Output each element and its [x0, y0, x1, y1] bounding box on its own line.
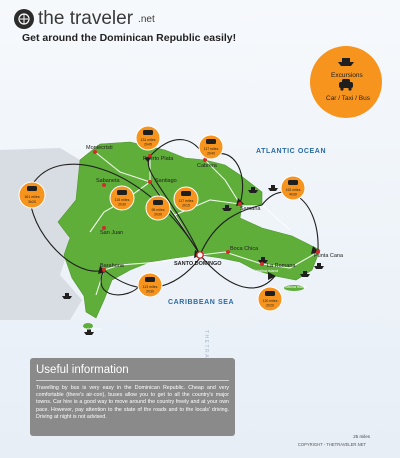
boat-legend-icon [338, 58, 354, 66]
route-time: 2h15 [182, 204, 190, 208]
route-distance: 113 miles [143, 285, 158, 289]
route-time: 4h30 [289, 193, 297, 197]
page-subtitle: Get around the Dominican Republic easily… [22, 32, 237, 44]
route-badge: 95 miles 2h30 [145, 195, 171, 221]
city-label-boca-chica: Boca Chica [230, 246, 259, 252]
route-time: 2h45 [144, 143, 152, 147]
boat-icon [84, 329, 94, 335]
route-badge: 115 miles 2h30 [109, 185, 135, 211]
city-label-samana: Samana [240, 206, 261, 212]
boat-icons [62, 185, 324, 335]
city-label-santiago: Santiago [155, 178, 177, 184]
route-time: 3h20 [28, 200, 36, 204]
santo-domingo-marker [196, 251, 204, 259]
route-distance: 161 miles [24, 195, 40, 199]
city-label-cabrera: Cabrera [197, 163, 218, 169]
route-distance: 95 miles [151, 208, 164, 212]
boat-icon [258, 257, 268, 263]
useful-information-panel: Useful information Travelling by bus is … [30, 358, 235, 436]
route-time: 2h20 [266, 304, 274, 308]
info-title: Useful information [36, 364, 129, 376]
copyright: COPYRIGHT - THETRAVELER.NET [297, 442, 366, 447]
city-label-sabaneta: Sabaneta [96, 178, 120, 184]
route-time: 2h30 [154, 213, 162, 217]
route-time: 2h30 [146, 290, 154, 294]
route-distance: 120 miles [263, 299, 278, 303]
route-badge: 117 miles 2h15 [173, 186, 199, 212]
route-badge: 131 miles 2h45 [135, 125, 161, 151]
legend-title: Excursions [331, 72, 364, 79]
route-time: 2h30 [118, 203, 126, 207]
route-badge: 161 miles 3h20 [18, 181, 46, 209]
atlantic-ocean-label: ATLANTIC OCEAN [256, 148, 326, 155]
route-badge: 120 miles 2h20 [257, 286, 283, 312]
route-distance: 117 miles [179, 199, 194, 203]
saona-island [284, 285, 304, 291]
city-label-puerto-plata: Puerto Plata [143, 156, 174, 162]
city-label-san-juan: San Juan [100, 230, 123, 236]
route-badges: 161 miles 3h20 115 miles 2h30 95 miles 2… [18, 125, 306, 312]
scale-label: 25 miles [353, 434, 370, 439]
city-label-saona: Saona island [285, 285, 307, 289]
route-badge: 113 miles 2h30 [137, 272, 163, 298]
brand-suffix: .net [138, 13, 155, 25]
route-badge: 117 miles 2h40 [198, 134, 224, 160]
boat-icon [268, 185, 278, 191]
catalina-island [257, 265, 263, 269]
boat-icon [300, 271, 310, 277]
brand[interactable]: the traveler .net [14, 8, 155, 30]
caribbean-sea-label: CARIBBEAN SEA [168, 299, 234, 306]
transport-legend: Excursions Car / Taxi / Bus [310, 46, 382, 118]
brand-name: the traveler [38, 8, 134, 29]
boat-icon [314, 263, 324, 269]
route-distance: 117 miles [204, 147, 219, 151]
city-label-montecristi: Montecristi [86, 145, 113, 151]
city-markers [93, 150, 320, 272]
city-label-barahona: Barahona [100, 263, 125, 269]
city-label-catalina: Catalina island [253, 269, 278, 273]
city-label-la-romana: La Romana [267, 263, 296, 269]
route-distance: 115 miles [115, 198, 130, 202]
route-distance: 192 miles [286, 188, 301, 192]
boat-icon [62, 293, 72, 299]
traveler-logo-icon [14, 9, 34, 29]
boat-icon [248, 187, 258, 193]
route-badge: 192 miles 4h30 [280, 175, 306, 201]
beata-island [83, 323, 93, 329]
city-label-santo-domingo: SANTO DOMINGO [174, 261, 222, 267]
legend-modes: Car / Taxi / Bus [326, 95, 371, 102]
info-divider [36, 380, 229, 381]
car-legend-icon [339, 79, 353, 91]
info-body: Travelling by bus is very easy in the Do… [36, 385, 229, 420]
city-label-punta-cana: Punta Cana [314, 253, 344, 259]
boat-icon [222, 205, 232, 211]
route-time: 2h40 [207, 152, 215, 156]
route-distance: 131 miles [141, 138, 156, 142]
city-label-beata: Beata island [82, 327, 102, 331]
